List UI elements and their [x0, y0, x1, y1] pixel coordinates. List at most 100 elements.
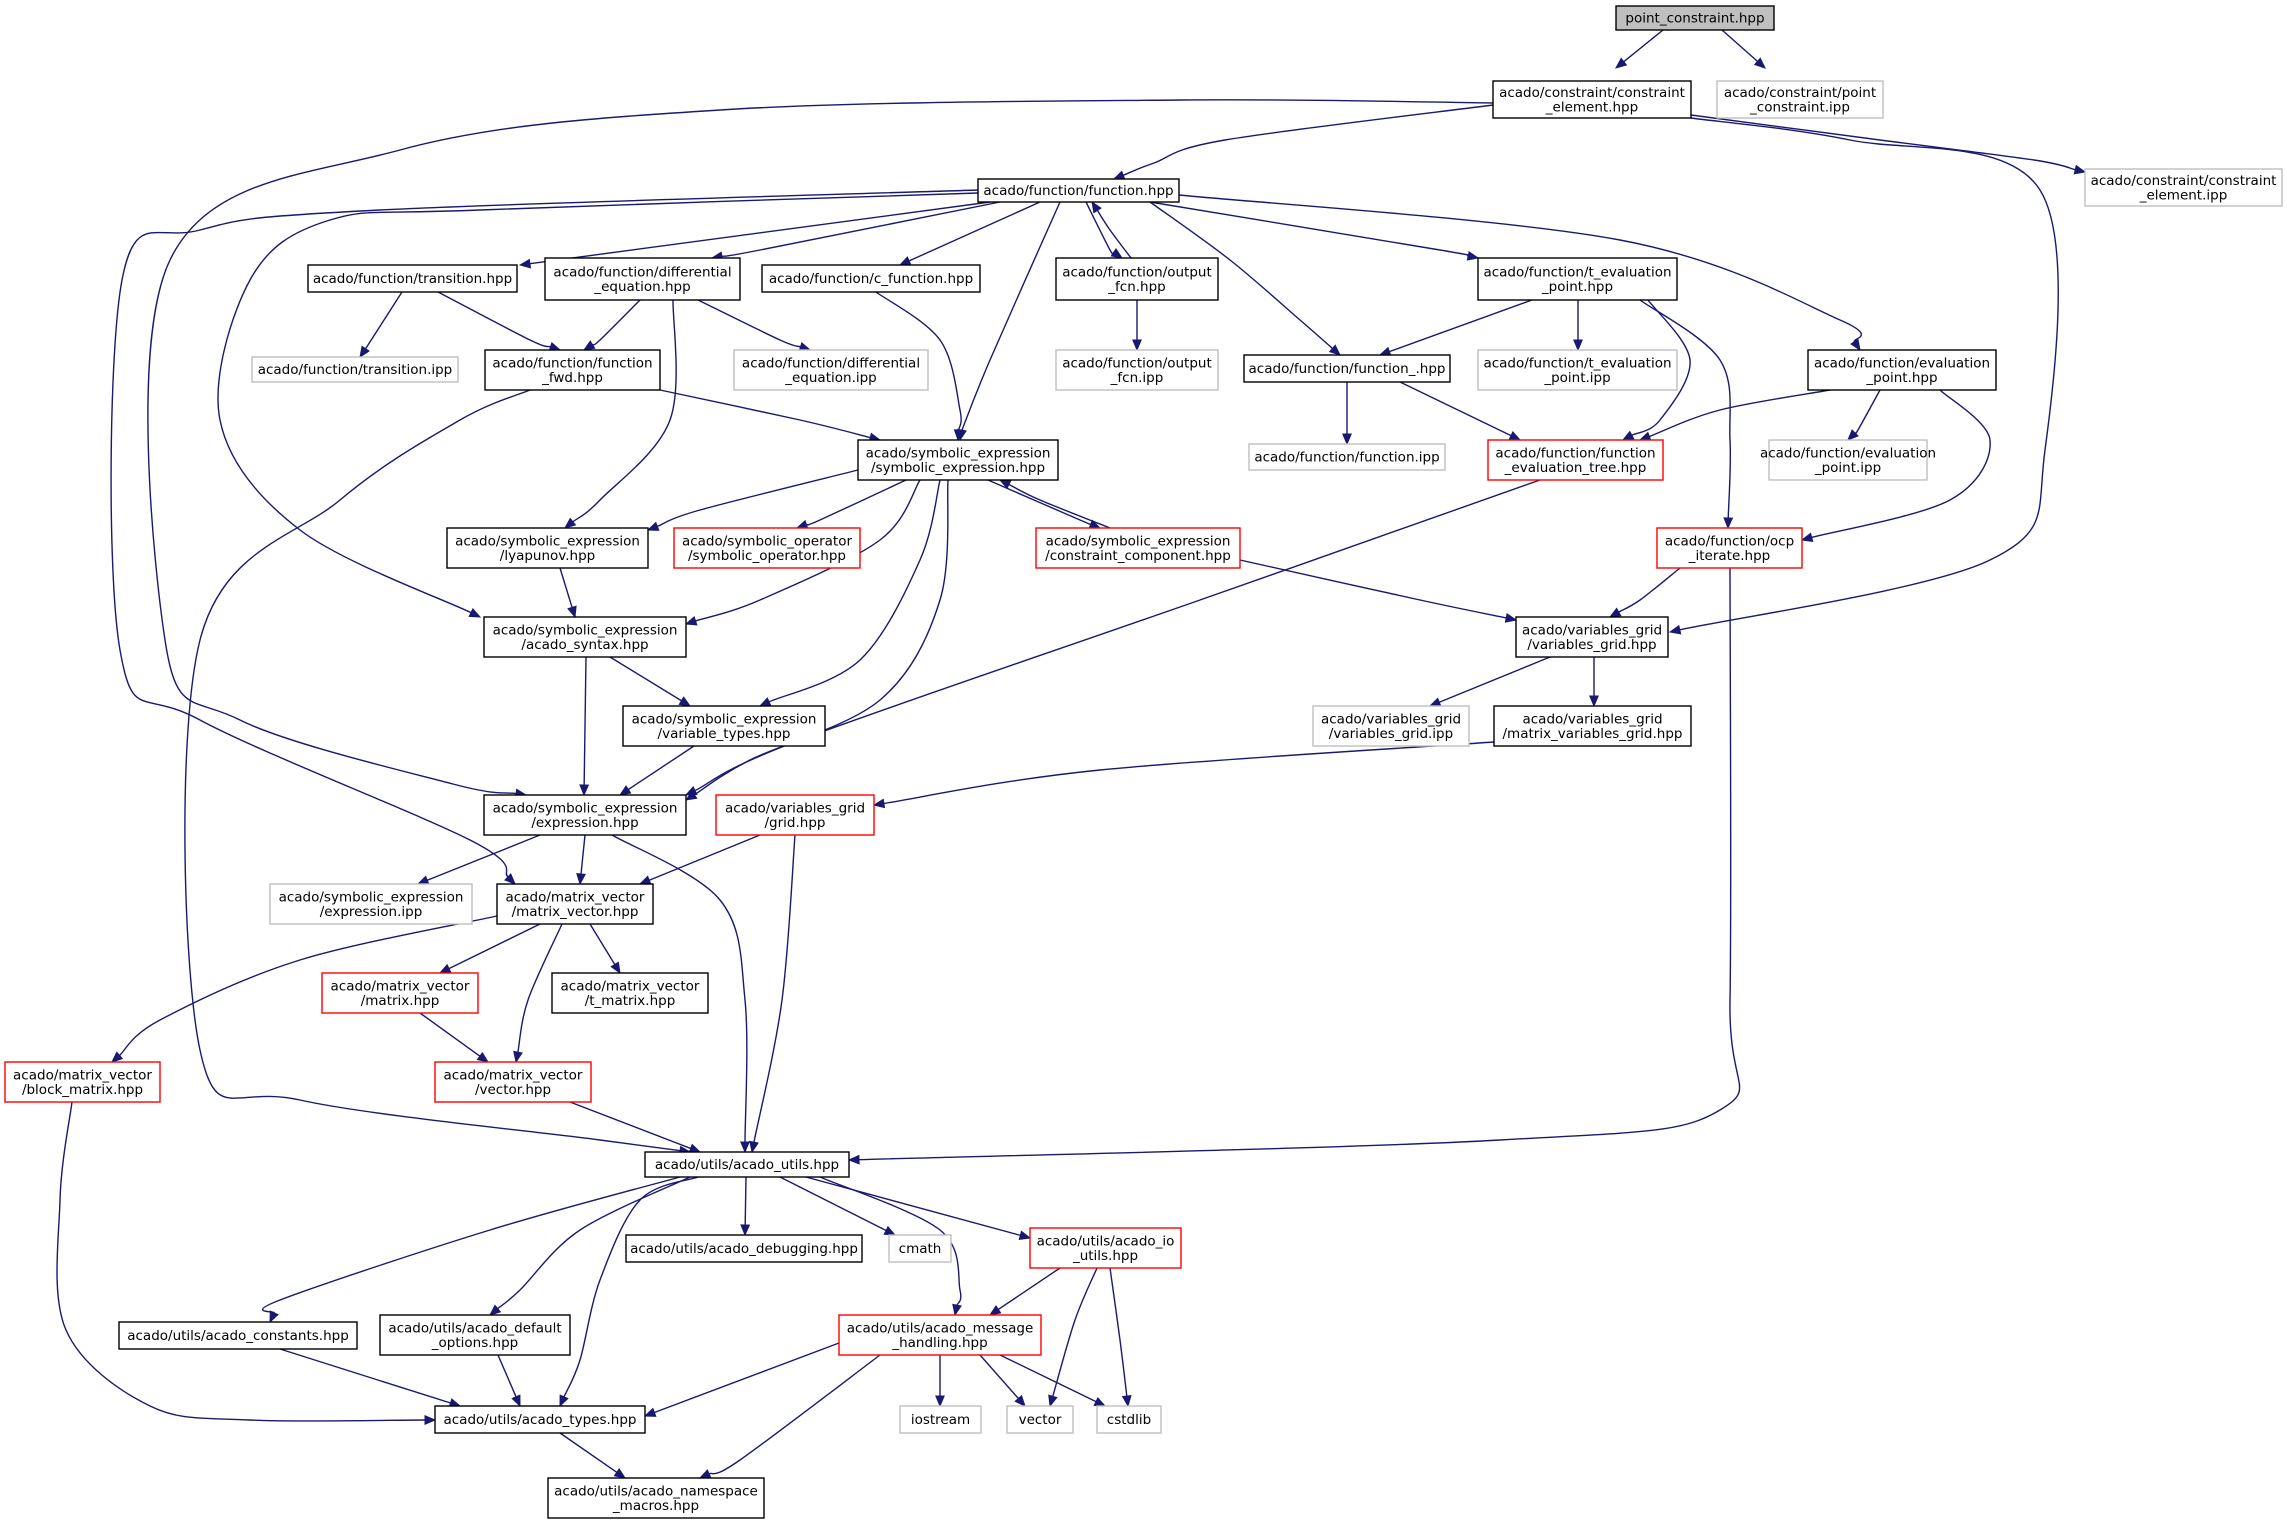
node-box [1492, 80, 1692, 119]
edge-line [1639, 299, 1732, 519]
arrowhead-icon [476, 1051, 490, 1063]
edge-line [1811, 389, 1991, 539]
edge-ocpit-to-vgrid [1608, 567, 1681, 618]
graph-node-iostream: iostream [899, 1405, 982, 1434]
graph-node-mvgrid[interactable]: acado/variables_grid/matrix_variables_gr… [1493, 705, 1692, 747]
graph-node-trans-ipp: acado/function/transition.ipp [251, 356, 459, 383]
edge-func-to-outfcn [1085, 201, 1124, 259]
graph-node-syntax[interactable]: acado/symbolic_expression/acado_syntax.h… [483, 616, 687, 658]
graph-node-lyap[interactable]: acado/symbolic_expression/lyapunov.hpp [446, 527, 649, 569]
graph-node-evalpt[interactable]: acado/function/evaluation_point.hpp [1807, 349, 1997, 391]
graph-node-vgrid-ipp: acado/variables_grid/variables_grid.ipp [1312, 705, 1470, 747]
edge-utils-to-ioutils [805, 1176, 1032, 1241]
graph-node-ce-hpp[interactable]: acado/constraint/constraint_element.hpp [1492, 80, 1692, 119]
graph-node-utils[interactable]: acado/utils/acado_utils.hpp [644, 1151, 850, 1178]
arrowhead-icon [269, 1310, 279, 1324]
graph-node-func-[interactable]: acado/function/function_.hpp [1243, 354, 1451, 383]
edge-line [997, 1267, 1061, 1311]
graph-node-fevtree[interactable]: acado/function/function_evaluation_tree.… [1487, 439, 1664, 481]
arrowhead-icon [678, 696, 692, 707]
graph-node-vgrid[interactable]: acado/variables_grid/variables_grid.hpp [1515, 616, 1669, 658]
graph-node-outfcn-ipp: acado/function/output_fcn.ipp [1055, 349, 1219, 391]
arrowhead-icon [1668, 624, 1682, 635]
graph-node-tmatrix[interactable]: acado/matrix_vector/t_matrix.hpp [551, 972, 709, 1014]
edge-func_-to-func_ipp [1342, 382, 1352, 446]
arrowhead-icon [1589, 695, 1599, 708]
arrowhead-icon [1121, 1394, 1132, 1408]
edge-line [1618, 567, 1681, 613]
graph-node-expr[interactable]: acado/symbolic_expression/expression.hpp [483, 794, 687, 836]
graph-node-teval[interactable]: acado/function/t_evaluation_point.hpp [1477, 257, 1678, 301]
graph-node-grid[interactable]: acado/variables_grid/grid.hpp [715, 794, 875, 836]
edge-blockm-to-types [56, 1101, 437, 1425]
graph-node-concomp[interactable]: acado/symbolic_expression/constraint_com… [1035, 527, 1241, 569]
node-label-line: /t_matrix.hpp [585, 993, 676, 1009]
edge-line [694, 479, 949, 796]
graph-node-debug[interactable]: acado/utils/acado_debugging.hpp [625, 1234, 863, 1263]
edge-line [1690, 114, 2076, 171]
node-label-line: _equation.hpp [593, 279, 690, 295]
graph-node-cmath: cmath [888, 1234, 952, 1263]
edge-line [908, 201, 1041, 262]
node-label-line: acado/variables_grid [725, 800, 865, 816]
node-box [307, 264, 518, 293]
arrowhead-icon [1753, 57, 1766, 69]
node-box [551, 972, 709, 1014]
graph-node-func-ipp: acado/function/function.ipp [1248, 443, 1446, 471]
graph-node-teval-ipp: acado/function/t_evaluation_point.ipp [1477, 349, 1678, 391]
node-label-line: _fwd.hpp [541, 370, 603, 386]
graph-node-nsmacros[interactable]: acado/utils/acado_namespace_macros.hpp [547, 1477, 765, 1519]
node-label-line: acado/symbolic_operator [682, 533, 853, 549]
graph-node-matvec[interactable]: acado/matrix_vector/matrix_vector.hpp [496, 883, 654, 925]
node-box [899, 1405, 982, 1434]
arrowhead-icon [1132, 339, 1142, 352]
arrowhead-icon [646, 521, 660, 531]
node-label-line: /matrix_vector.hpp [512, 904, 639, 920]
graph-node-trans[interactable]: acado/function/transition.hpp [307, 264, 518, 293]
graph-node-cfunc[interactable]: acado/function/c_function.hpp [761, 264, 981, 293]
edge-concomp-to-symexpr [998, 479, 1111, 529]
node-box [625, 1234, 863, 1263]
edge-msg-to-std_vector [979, 1354, 1026, 1407]
edge-diffeq-to-ffwd [582, 299, 641, 351]
node-label-line: _element.hpp [1545, 99, 1638, 115]
node-label-line: acado/matrix_vector [561, 978, 700, 994]
graph-node-defopts[interactable]: acado/utils/acado_default_options.hpp [379, 1314, 571, 1356]
edge-symexpr-to-symop [795, 479, 907, 530]
graph-node-func[interactable]: acado/function/function.hpp [977, 178, 1180, 203]
node-box [2084, 168, 2283, 207]
graph-node-ocpit[interactable]: acado/function/ocp_iterate.hpp [1656, 527, 1803, 569]
edge-line [559, 567, 573, 608]
arrowhead-icon [643, 1407, 657, 1417]
graph-node-symop[interactable]: acado/symbolic_operator/symbolic_operato… [673, 527, 861, 569]
graph-node-root: point_constraint.hpp [1615, 5, 1775, 31]
graph-node-ioutils[interactable]: acado/utils/acado_io_utils.hpp [1029, 1227, 1182, 1269]
node-box [857, 439, 1059, 481]
node-box [1515, 616, 1669, 658]
graph-node-diffeq[interactable]: acado/function/differential_equation.hpp [544, 257, 741, 301]
graph-node-pc-ipp: acado/constraint/point_constraint.ipp [1716, 80, 1884, 119]
graph-node-vartypes[interactable]: acado/symbolic_expression/variable_types… [622, 705, 826, 747]
edge-line [56, 1101, 426, 1422]
graph-node-ffwd[interactable]: acado/function/function_fwd.hpp [484, 349, 661, 391]
node-label-line: acado/function/transition.ipp [258, 362, 453, 378]
arrowhead-icon [1573, 339, 1583, 352]
node-label-line: cstdlib [1107, 1412, 1151, 1428]
node-label-line: vector [1019, 1412, 1062, 1428]
graph-node-vector[interactable]: acado/matrix_vector/vector.hpp [434, 1061, 592, 1103]
graph-node-symexpr[interactable]: acado/symbolic_expression/symbolic_expre… [857, 439, 1059, 481]
arrowhead-icon [424, 1415, 437, 1425]
graph-node-msg[interactable]: acado/utils/acado_message_handling.hpp [838, 1314, 1042, 1356]
graph-node-blockm[interactable]: acado/matrix_vector/block_matrix.hpp [4, 1061, 161, 1103]
graph-node-outfcn[interactable]: acado/function/output_fcn.hpp [1055, 257, 1219, 301]
graph-node-types[interactable]: acado/utils/acado_types.hpp [434, 1405, 646, 1434]
graph-node-matrix[interactable]: acado/matrix_vector/matrix.hpp [321, 972, 479, 1014]
node-label-line: acado/matrix_vector [331, 978, 470, 994]
node-label-line: acado/function/c_function.hpp [769, 271, 973, 287]
node-label-line: acado/function/function.hpp [983, 183, 1173, 199]
graph-node-evalpt-ipp: acado/function/evaluation_point.ipp [1760, 439, 1936, 481]
node-box [1768, 439, 1928, 481]
graph-node-consts[interactable]: acado/utils/acado_constants.hpp [118, 1321, 358, 1350]
edge-line [589, 923, 616, 965]
